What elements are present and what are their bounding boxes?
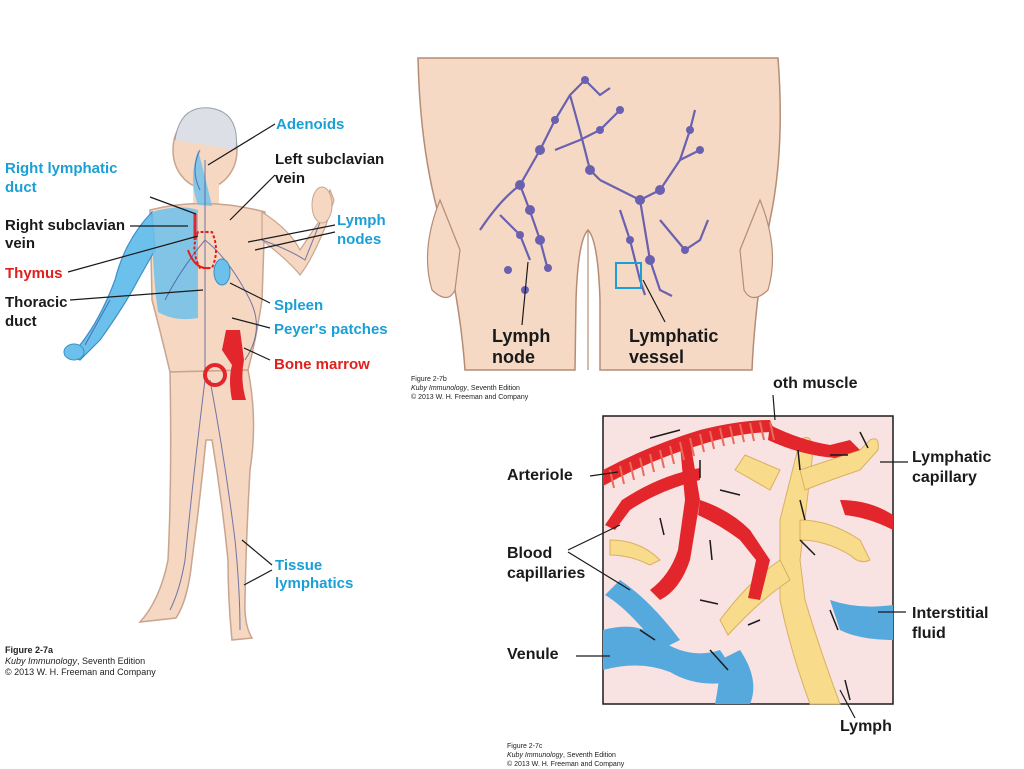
label-blood-capillaries-line2: capillaries [507,565,586,582]
label-left-subclavian-vein-line1: Left subclavian [275,151,385,168]
figure-a-book: Kuby Immunology [5,656,78,666]
label-lymphatic-capillary-line2: capillary [912,469,977,486]
label-right-subclavian-vein-line1: Right subclavian [5,217,126,234]
label-right-lymphatic-duct-line2: duct [5,179,37,196]
figure-b-leader-lines [521,261,666,326]
figure-b-book: Kuby Immunology [411,385,468,392]
figure-a-leader-lines [67,123,336,586]
pelvis-illustration [417,57,781,371]
label-right-subclavian-vein-line2: vein [5,235,36,252]
label-blood-capillaries-line1: Blood [507,545,553,562]
label-arteriole: Arteriole [507,467,573,484]
label-spleen: Spleen [274,297,324,314]
figure-a-number: Figure 2-7a [5,645,54,655]
figure-c-number: Figure 2-7c [507,743,543,750]
label-thoracic-duct-line1: Thoracic [5,294,68,311]
label-lymphatic-vessel-line2: vessel [629,347,685,367]
label-peyers-patches: Peyer's patches [274,321,388,338]
label-lymph-nodes-line1: Lymph [337,212,386,229]
flow-arrows [639,429,869,701]
figure-c-book: Kuby Immunology [507,752,564,759]
interstitial-blue-vessel [830,600,893,640]
figure-a-edition: , Seventh Edition [77,656,146,666]
label-bone-marrow: Bone marrow [274,356,370,373]
figure-c-leader-lines [567,394,908,719]
label-lymph: Lymph [840,718,892,735]
label-tissue-lymphatics-line2: lymphatics [275,575,354,592]
label-thoracic-duct-line2: duct [5,313,37,330]
label-smooth-muscle: oth muscle [773,375,858,392]
label-interstitial-fluid-line1: Interstitial [912,605,989,622]
figure-b-caption: Figure 2-7b Kuby Immunology, Seventh Edi… [411,375,528,402]
zoom-box [615,262,642,289]
venule-vessel [603,626,740,684]
figure-c-copyright: © 2013 W. H. Freeman and Company [507,761,625,768]
label-lymphatic-capillary-line1: Lymphatic [912,449,992,466]
label-lymph-node-line1: Lymph [492,326,551,346]
label-adenoids: Adenoids [276,116,345,133]
label-left-subclavian-vein-line2: vein [275,170,306,187]
figure-b-copyright: © 2013 W. H. Freeman and Company [411,394,529,401]
label-thymus: Thymus [5,265,63,282]
label-venule: Venule [507,646,559,663]
label-right-lymphatic-duct-line1: Right lymphatic [5,160,118,177]
figure-b-number: Figure 2-7b [411,376,447,383]
figure-a-caption: Figure 2-7a Kuby Immunology, Seventh Edi… [5,645,156,678]
smooth-muscle-coil [609,421,775,489]
lymph-node-dots [504,76,704,294]
figure-c-caption: Figure 2-7c Kuby Immunology, Seventh Edi… [507,742,624,769]
figure-c-edition: , Seventh Edition [563,752,616,759]
label-interstitial-fluid-line2: fluid [912,625,946,642]
figure-a-copyright: © 2013 W. H. Freeman and Company [5,667,156,677]
figure-b-edition: , Seventh Edition [467,385,520,392]
label-lymph-node-line2: node [492,347,535,367]
label-lymphatic-vessel-line1: Lymphatic [629,326,719,346]
label-tissue-lymphatics-line1: Tissue [275,557,323,574]
label-lymph-nodes-line2: nodes [337,231,382,248]
